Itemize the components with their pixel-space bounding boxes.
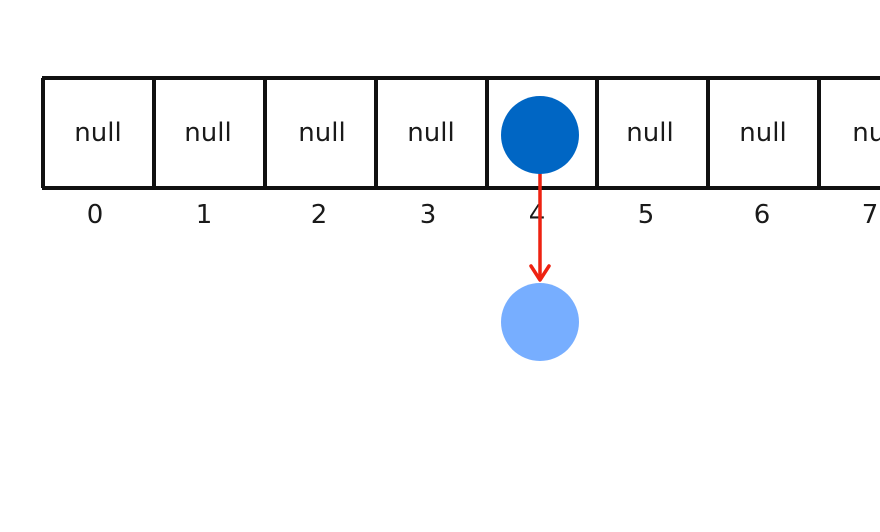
index-label-1: 1 (196, 200, 213, 230)
index-label-7: 7 (862, 200, 879, 230)
index-labels: 0 1 2 3 4 5 6 7 (87, 200, 879, 230)
cell-value-5: null (626, 118, 673, 148)
arrow-head (529, 264, 551, 282)
index-label-4: 4 (529, 200, 546, 230)
next-pointer-arrow (529, 168, 551, 282)
head-node (501, 96, 579, 174)
array-frame (41, 76, 880, 190)
cell-value-6: null (739, 118, 786, 148)
index-label-3: 3 (420, 200, 437, 230)
index-label-5: 5 (638, 200, 655, 230)
index-label-6: 6 (754, 200, 771, 230)
cell-value-2: null (298, 118, 345, 148)
cell-values: null null null null null null null (74, 118, 880, 148)
cell-value-0: null (74, 118, 121, 148)
cell-value-3: null (407, 118, 454, 148)
index-label-2: 2 (311, 200, 328, 230)
cell-value-1: null (184, 118, 231, 148)
next-node (501, 283, 579, 361)
index-label-0: 0 (87, 200, 104, 230)
cell-value-7: null (852, 118, 880, 148)
